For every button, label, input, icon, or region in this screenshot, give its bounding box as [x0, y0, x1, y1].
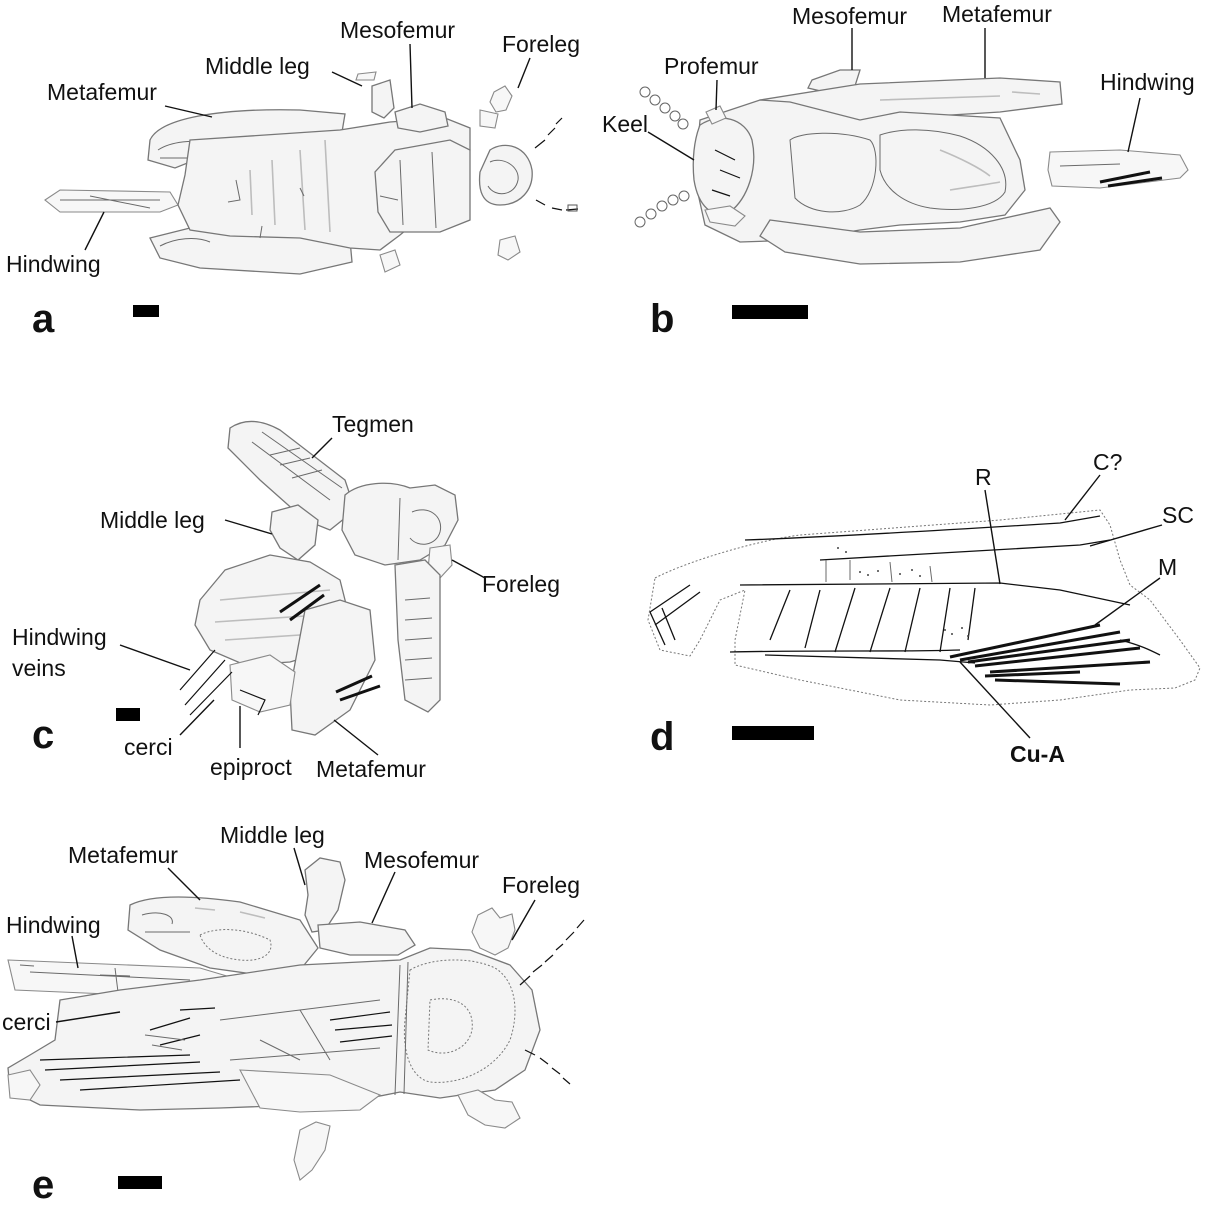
label-b-hindwing: Hindwing [1100, 69, 1195, 95]
scale-bar-e [118, 1176, 162, 1189]
leader-c-hindwing-veins [120, 645, 190, 670]
label-b-mesofemur: Mesofemur [792, 3, 907, 29]
leader-d-c [1065, 475, 1100, 520]
panel-d-leaders [960, 475, 1162, 738]
panel-letter-c: c [32, 713, 54, 757]
panel-letter-d: d [650, 715, 674, 759]
scale-bar-d [732, 726, 814, 740]
leader-a-hindwing [85, 212, 104, 250]
panel-d-wing-drawing [648, 510, 1200, 705]
leader-a-foreleg [518, 58, 530, 88]
panel-letter-b: b [650, 297, 674, 341]
scale-bar-b [732, 305, 808, 319]
panel-d: R C? SC M Cu-A d [648, 449, 1200, 767]
leader-d-m [1095, 578, 1160, 625]
leader-c-metafemur [334, 720, 378, 755]
label-d-cu-a: Cu-A [1010, 741, 1065, 767]
label-c-metafemur: Metafemur [316, 756, 426, 782]
leader-e-foreleg [512, 900, 535, 940]
label-c-hindwing-veins-line1: Hindwing [12, 624, 107, 650]
label-c-tegmen: Tegmen [332, 411, 414, 437]
label-c-epiproct: epiproct [210, 754, 292, 780]
leader-c-middle-leg [225, 520, 272, 534]
scale-bar-c [116, 708, 140, 721]
label-b-metafemur: Metafemur [942, 1, 1052, 27]
panel-e: Middle leg Metafemur Mesofemur Foreleg H… [2, 822, 584, 1205]
label-e-middle-leg: Middle leg [220, 822, 325, 848]
label-a-metafemur: Metafemur [47, 79, 157, 105]
label-a-middle-leg: Middle leg [205, 53, 310, 79]
scale-bar-a [133, 305, 159, 317]
panel-c-specimen-drawing [180, 421, 458, 735]
label-a-hindwing: Hindwing [6, 251, 101, 277]
label-e-cerci: cerci [2, 1009, 51, 1035]
label-a-foreleg: Foreleg [502, 31, 580, 57]
leader-b-keel [648, 132, 694, 160]
label-c-hindwing-veins-line2: veins [12, 655, 66, 681]
leader-e-middle-leg [294, 848, 305, 885]
label-d-c: C? [1093, 449, 1122, 475]
panel-b: Mesofemur Metafemur Profemur Hindwing Ke… [602, 1, 1195, 341]
label-e-metafemur: Metafemur [68, 842, 178, 868]
panel-b-specimen-drawing [635, 70, 1188, 264]
panel-c: Tegmen Middle leg Foreleg Hindwing veins… [12, 411, 560, 782]
panel-letter-e: e [32, 1163, 54, 1205]
label-d-sc: SC [1162, 502, 1194, 528]
label-e-mesofemur: Mesofemur [364, 847, 479, 873]
panel-e-specimen-drawing [8, 858, 584, 1180]
panel-a: Metafemur Middle leg Mesofemur Foreleg H… [6, 17, 580, 341]
leader-e-metafemur [168, 868, 200, 900]
label-c-foreleg: Foreleg [482, 571, 560, 597]
leader-d-r [985, 490, 1000, 584]
panel-letter-a: a [32, 297, 55, 341]
label-c-cerci: cerci [124, 734, 173, 760]
leader-e-mesofemur [372, 872, 395, 923]
leader-c-foreleg [452, 560, 485, 578]
label-a-mesofemur: Mesofemur [340, 17, 455, 43]
label-e-foreleg: Foreleg [502, 872, 580, 898]
label-d-m: M [1158, 554, 1177, 580]
leader-a-mesofemur [410, 44, 412, 108]
label-b-profemur: Profemur [664, 53, 759, 79]
label-e-hindwing: Hindwing [6, 912, 101, 938]
leader-b-profemur [716, 80, 717, 110]
label-d-r: R [975, 464, 992, 490]
label-b-keel: Keel [602, 111, 648, 137]
leader-d-sc [1090, 525, 1162, 546]
leader-c-cerci [180, 700, 214, 735]
leader-b-hindwing [1128, 98, 1140, 152]
label-c-middle-leg: Middle leg [100, 507, 205, 533]
leader-c-tegmen [312, 438, 332, 458]
leader-a-metafemur [165, 106, 212, 117]
